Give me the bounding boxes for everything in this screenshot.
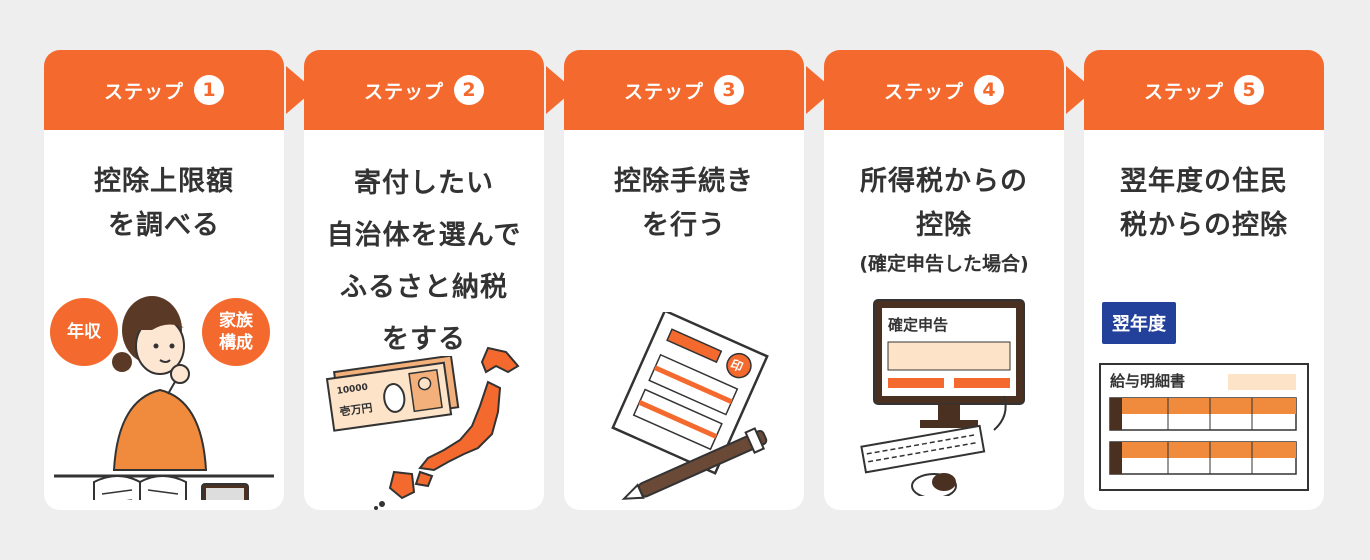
step-number: 5 <box>1234 75 1264 105</box>
step-number: 4 <box>974 75 1004 105</box>
step-header: ステップ 5 <box>1084 50 1324 130</box>
document-and-pen-illustration: 印 <box>611 312 769 500</box>
step-card-2: ステップ 2 寄付したい 自治体を選んで ふるさと納税 をする 10000 壱万… <box>304 50 544 510</box>
income-badge: 年収 <box>50 298 118 366</box>
arrow-right-icon <box>546 66 574 114</box>
step-title-line: 控除 <box>916 210 972 241</box>
step-title-line: 寄付したい <box>354 168 494 199</box>
badge-label: 年収 <box>67 322 101 342</box>
step-subtitle: (確定申告した場合) <box>859 253 1029 275</box>
japan-map-illustration <box>374 346 520 510</box>
step-title-line: ふるさと納税 <box>340 272 508 303</box>
step-title: 所得税からの 控除 (確定申告した場合) <box>824 160 1064 276</box>
step-label: ステップ <box>103 80 184 103</box>
step-label: ステップ <box>363 80 444 103</box>
step-label: ステップ <box>623 80 704 103</box>
seal-text: 印 <box>728 357 745 375</box>
step-title: 控除手続き を行う <box>564 160 804 248</box>
step-title: 翌年度の住民 税からの控除 <box>1084 160 1324 248</box>
bill-number: 10000 <box>336 383 368 397</box>
computer-illustration: 確定申告 <box>860 299 1025 496</box>
step-card-4: ステップ 4 所得税からの 控除 (確定申告した場合) 確定申告 <box>824 50 1064 510</box>
step-title-line: 控除手続き <box>614 166 754 197</box>
banknote-illustration: 10000 壱万円 <box>325 356 460 432</box>
step-header: ステップ 3 <box>564 50 804 130</box>
next-year-tag: 翌年度 <box>1102 302 1176 344</box>
step-header: ステップ 1 <box>44 50 284 130</box>
step-title-line: 所得税からの <box>860 166 1028 197</box>
step-title-line: 自治体を選んで <box>326 220 522 251</box>
screen-text: 確定申告 <box>887 316 948 334</box>
step-number: 3 <box>714 75 744 105</box>
arrow-right-icon <box>1066 66 1094 114</box>
step-title-line: 翌年度の住民 <box>1120 166 1288 197</box>
step-title-line: を調べる <box>108 210 220 241</box>
person-thinking-illustration <box>54 296 274 500</box>
step-title-line: 控除上限額 <box>94 166 234 197</box>
step-card-5: ステップ 5 翌年度の住民 税からの控除 翌年度 給与明細書 <box>1084 50 1324 510</box>
step-header: ステップ 2 <box>304 50 544 130</box>
step-number: 2 <box>454 75 484 105</box>
step-card-3: ステップ 3 控除手続き を行う 印 <box>564 50 804 510</box>
badge-label: 家族構成 <box>219 311 253 353</box>
payslip-title: 給与明細書 <box>1110 372 1185 390</box>
step-number: 1 <box>194 75 224 105</box>
bill-text: 壱万円 <box>339 400 374 418</box>
payslip-illustration: 給与明細書 <box>1099 363 1309 491</box>
step-title-line: 税からの控除 <box>1120 210 1288 241</box>
step-title: 控除上限額 を調べる <box>44 160 284 248</box>
step-header: ステップ 4 <box>824 50 1064 130</box>
step-title-line: を行う <box>642 210 726 241</box>
arrow-right-icon <box>806 66 834 114</box>
family-badge: 家族構成 <box>202 298 270 366</box>
step-card-1: ステップ 1 控除上限額 を調べる 年収 家族構成 <box>44 50 284 510</box>
step-title: 寄付したい 自治体を選んで ふるさと納税 をする <box>304 158 544 366</box>
step-title-line: をする <box>382 324 466 355</box>
step-label: ステップ <box>883 80 964 103</box>
arrow-right-icon <box>286 66 314 114</box>
step-label: ステップ <box>1143 80 1224 103</box>
